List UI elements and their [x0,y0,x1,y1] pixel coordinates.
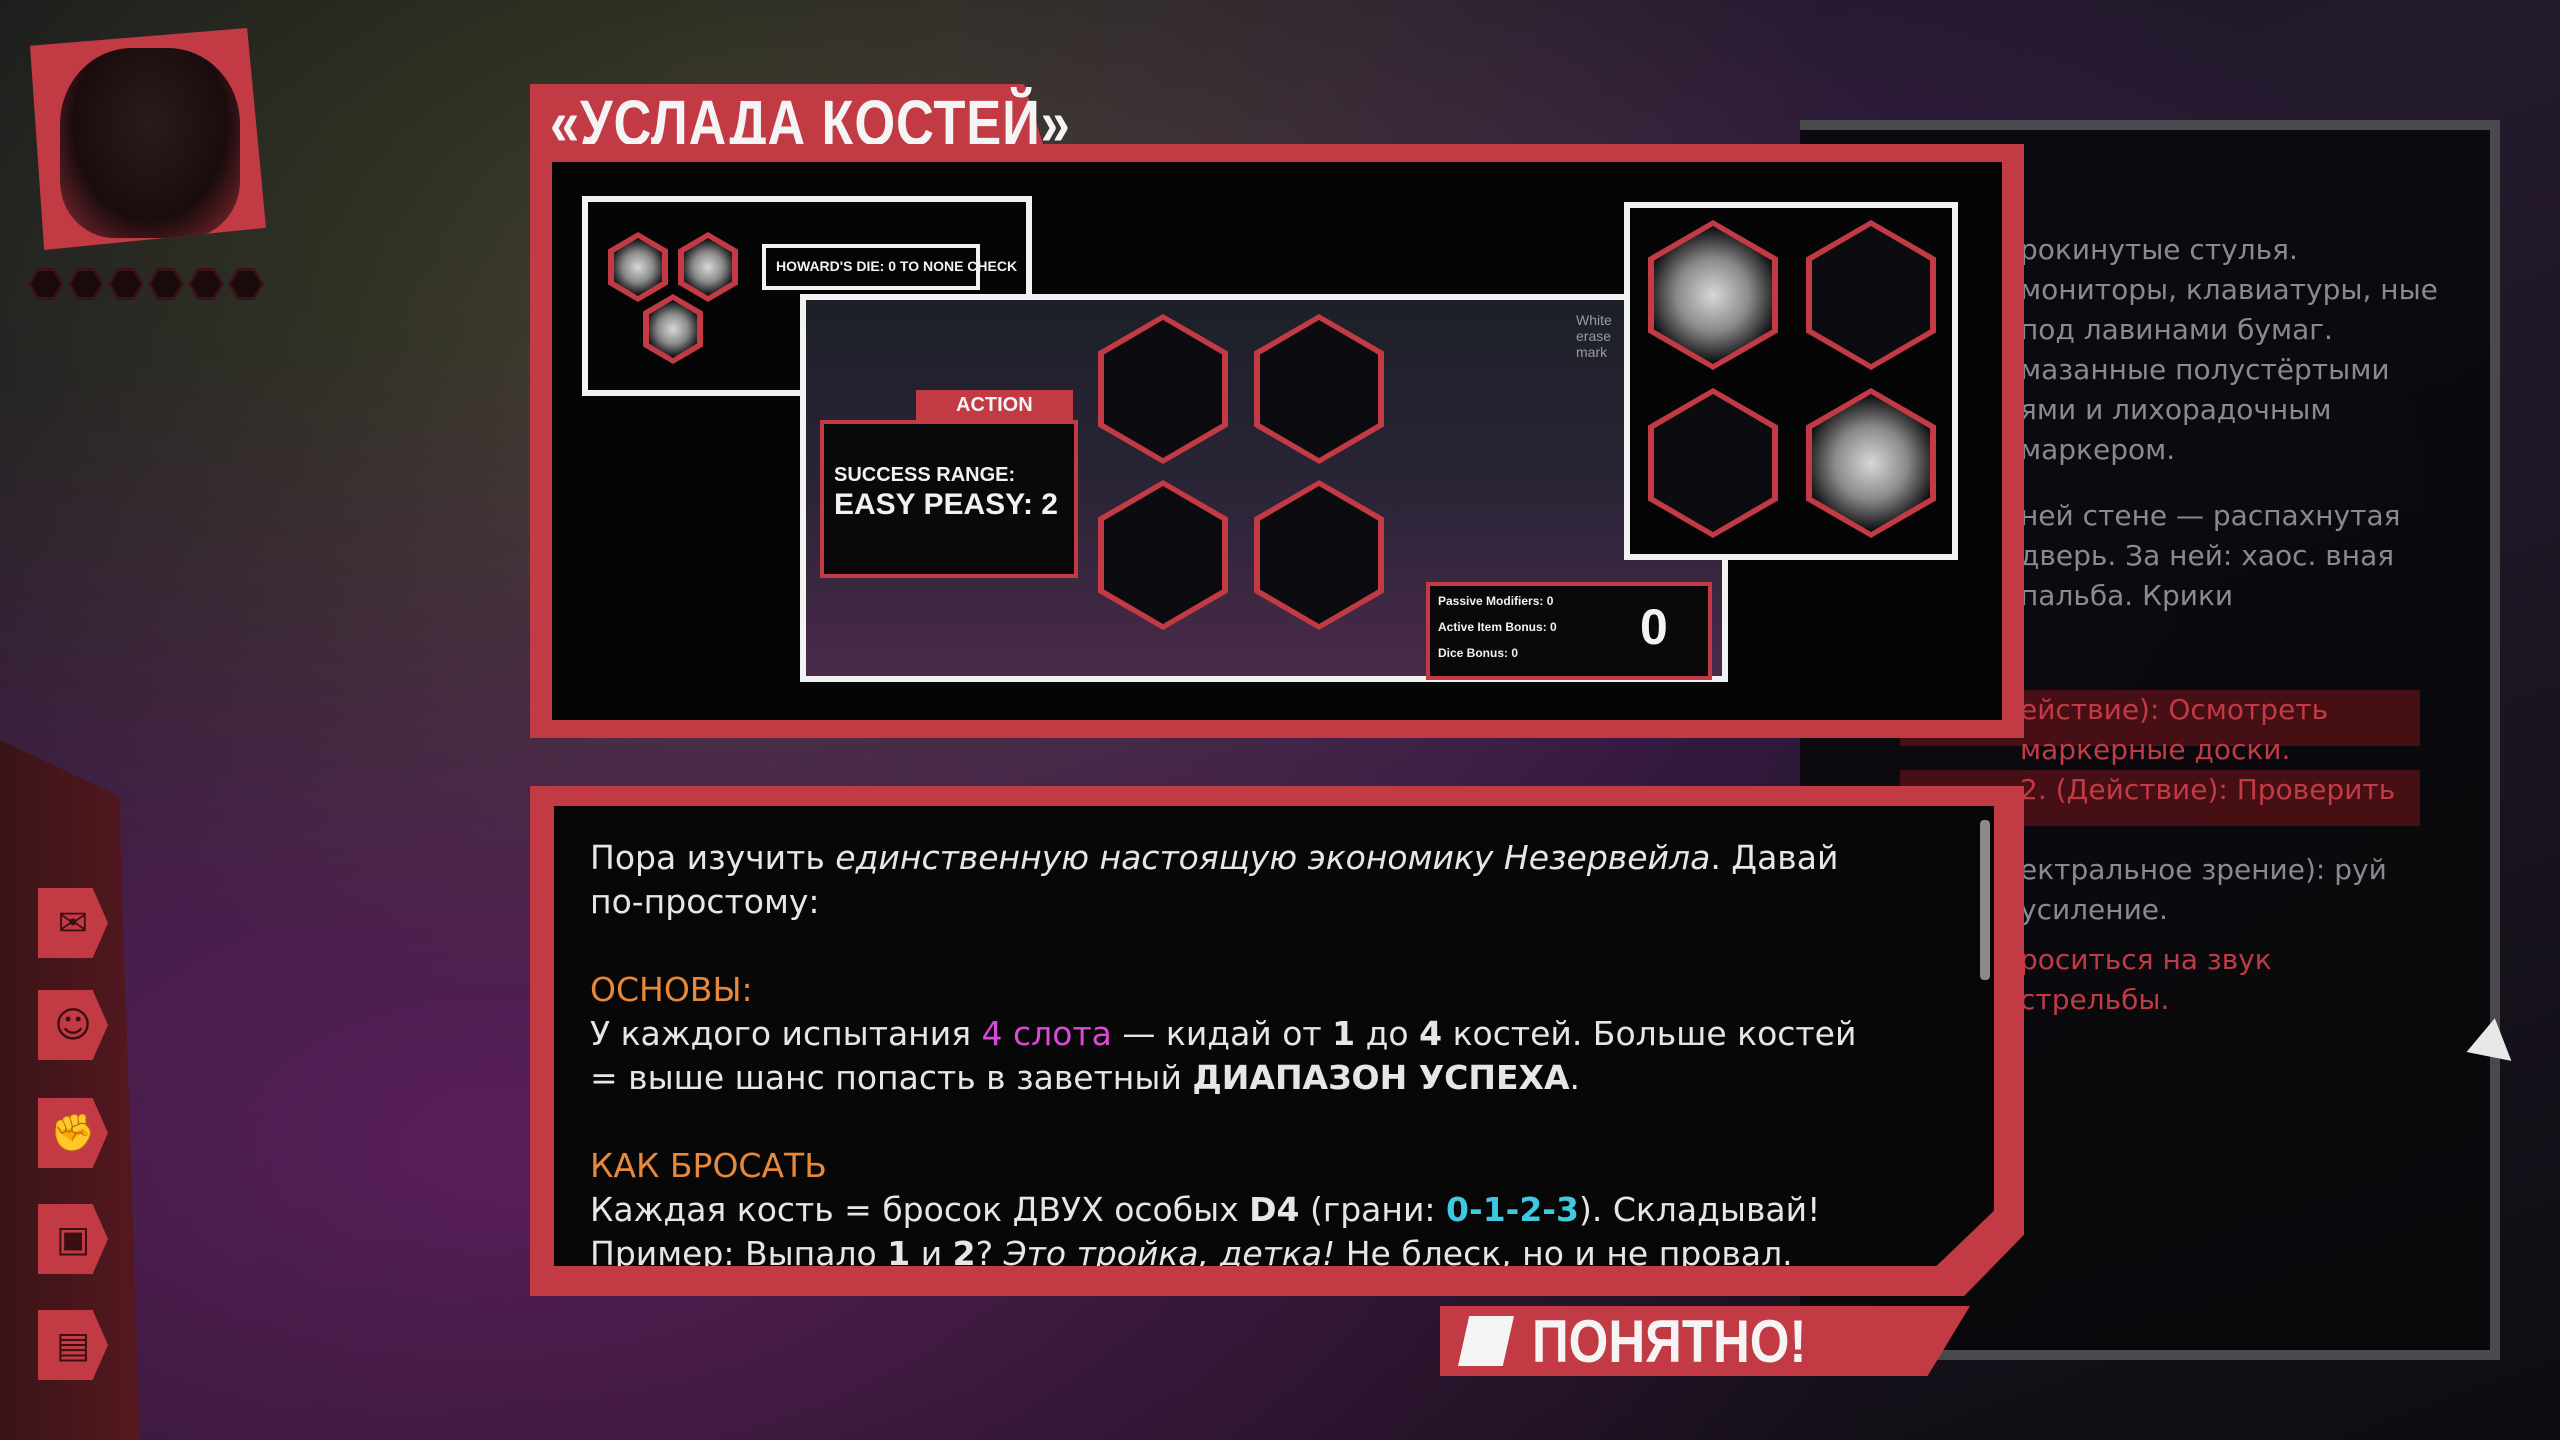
sidebar-item-stats[interactable]: ✊ [38,1098,108,1168]
sidebar-item-traits[interactable]: ☺ [38,990,108,1060]
arm-icon: ✊ [50,1113,96,1154]
character-portrait[interactable] [30,28,266,250]
book-icon: ▤ [55,1324,90,1366]
success-range-value: EASY PEASY: 2 [834,488,1058,521]
dice-slot [1254,314,1384,464]
check-scene: ACTION SUCCESS RANGE: EASY PEASY: 2 Whit… [800,294,1728,682]
dice-slot [1098,314,1228,464]
health-pip [228,268,264,300]
health-pip [188,268,224,300]
howard-die-label-box: HOWARD'S DIE: 0 TO NONE CHECK [762,244,1017,290]
basics-paragraph: У каждого испытания 4 слота — кидай от 1… [590,1014,1857,1097]
intro-paragraph: Пора изучить единственную настоящую экон… [590,838,1839,921]
section-heading: КАК БРОСАТЬ [590,1146,827,1185]
die-icon [643,294,703,364]
health-pip [108,268,144,300]
log-option[interactable]: роситься на звук стрельбы. [2020,943,2272,1016]
howard-die-label: HOWARD'S DIE: 0 TO NONE CHECK [776,258,1018,274]
tutorial-description-frame: Пора изучить единственную настоящую экон… [530,786,2024,1296]
confirm-button[interactable]: ПОНЯТНО! [1440,1306,1970,1376]
roll-result-panel [1624,202,1958,560]
masks-icon: ☺ [54,1004,92,1046]
modifier-line: Active Item Bonus: 0 [1438,620,1557,634]
confirm-button-label: ПОНЯТНО! [1532,1307,1807,1375]
tutorial-description[interactable]: Пора изучить единственную настоящую экон… [554,806,1994,1266]
example-paragraph: Пример: Выпало 1 и 2? Это тройка, детка!… [590,1234,1793,1273]
story-log-text: рокинутые стулья. мониторы, клавиатуры, … [2020,230,2450,642]
tutorial-illustration-frame: HOWARD'S DIE: 0 TO NONE CHECK ACTION SUC… [530,144,2024,738]
die-icon [1648,220,1778,370]
log-paragraph: ней стене — распахнутая дверь. За ней: х… [2020,499,2401,612]
success-range-box: SUCCESS RANGE: EASY PEASY: 2 [820,420,1078,578]
dice-slot [1648,388,1778,538]
section-heading: ОСНОВЫ: [590,970,753,1009]
success-range-label: SUCCESS RANGE: [834,464,1016,486]
sidebar-item-journal[interactable]: ▤ [38,1310,108,1380]
description-scrollbar[interactable] [1980,820,1990,980]
die-icon [608,232,668,302]
whiteboard-text: White erase mark [1576,312,1612,360]
dice-icon [1458,1316,1514,1366]
modifiers-box: Passive Modifiers: 0 Active Item Bonus: … [1426,582,1712,680]
modifier-line: Dice Bonus: 0 [1438,646,1519,660]
health-pip [28,268,64,300]
health-pip [68,268,104,300]
action-label: ACTION [916,390,1073,421]
die-icon [1806,388,1936,538]
health-pips [28,268,264,300]
description-text: Пора изучить единственную настоящую экон… [590,836,1890,1273]
dice-slot [1254,480,1384,630]
die-icon [678,232,738,302]
modifier-line: Passive Modifiers: 0 [1438,594,1554,608]
dice-slot [1806,220,1936,370]
backpack-icon: ▣ [55,1218,90,1260]
log-option[interactable]: ектральное зрение): руй усиление. [2020,853,2387,926]
dice-total: 0 [1640,599,1668,655]
dice-slot [1098,480,1228,630]
rolling-paragraph: Каждая кость = бросок ДВУХ особых D4 (гр… [590,1190,1821,1229]
health-pip [148,268,184,300]
sidebar-item-quests[interactable]: ✉ [38,888,108,958]
tutorial-illustration: HOWARD'S DIE: 0 TO NONE CHECK ACTION SUC… [552,162,2002,720]
log-paragraph: рокинутые стулья. мониторы, клавиатуры, … [2020,233,2438,466]
sidebar-item-inventory[interactable]: ▣ [38,1204,108,1274]
avatar [60,48,240,238]
scroll-icon: ✉ [57,902,89,944]
